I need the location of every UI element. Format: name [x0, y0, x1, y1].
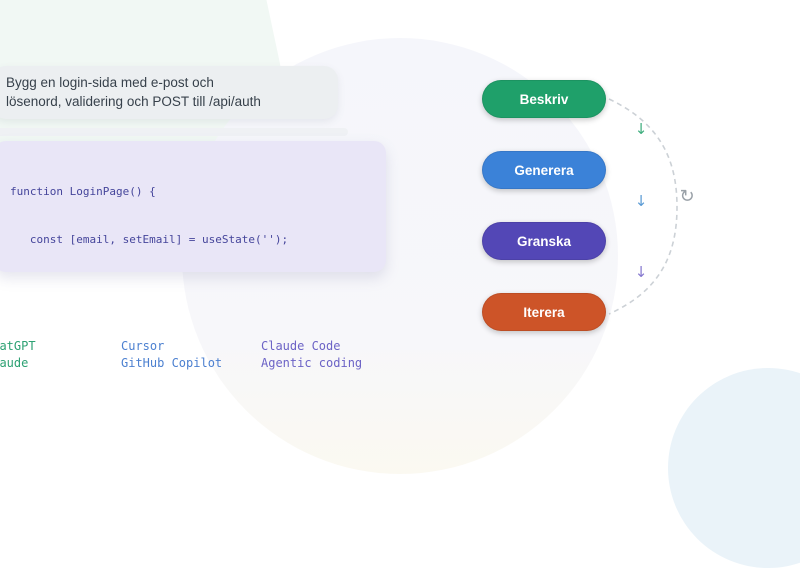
- code-line: const [email, setEmail] = useState('');: [10, 233, 289, 246]
- step-button-beskriv[interactable]: Beskriv: [482, 80, 606, 118]
- step-button-generera[interactable]: Generera: [482, 151, 606, 189]
- down-arrow-icon: ↓: [634, 192, 648, 210]
- step-label: Iterera: [523, 304, 565, 320]
- prompt-bubble-divider: [0, 128, 348, 136]
- prompt-bubble: Bygg en login-sida med e-post och löseno…: [0, 66, 338, 119]
- prompt-line-1: Bygg en login-sida med e-post och: [6, 75, 214, 90]
- tool-label: GitHub Copilot: [121, 356, 223, 370]
- code-line: function LoginPage() {: [10, 185, 156, 198]
- tool-label: Claude Code: [261, 339, 341, 353]
- down-arrow-icon: ↓: [634, 263, 648, 281]
- background-circle-bottom-right: [668, 368, 800, 568]
- step-button-granska[interactable]: Granska: [482, 222, 606, 260]
- tools-column-chat-assistants: ChatGPT Claude: [0, 338, 36, 372]
- step-label: Generera: [514, 162, 574, 178]
- tool-label: Claude: [0, 356, 29, 370]
- cycle-refresh-icon: ↻: [679, 186, 695, 207]
- tool-label: Cursor: [121, 339, 165, 353]
- tool-label: ChatGPT: [0, 339, 36, 353]
- prompt-line-2: lösenord, validering och POST till /api/…: [6, 94, 261, 109]
- step-label: Granska: [516, 233, 572, 249]
- down-arrow-icon: ↓: [634, 120, 648, 138]
- step-label: Beskriv: [519, 91, 569, 107]
- tool-label: Agentic coding: [261, 356, 363, 370]
- step-button-iterera[interactable]: Iterera: [482, 293, 606, 331]
- tools-column-editors: Cursor GitHub Copilot: [121, 338, 222, 372]
- code-block: function LoginPage() { const [email, set…: [0, 141, 386, 272]
- tools-column-agents: Claude Code Agentic coding: [261, 338, 362, 372]
